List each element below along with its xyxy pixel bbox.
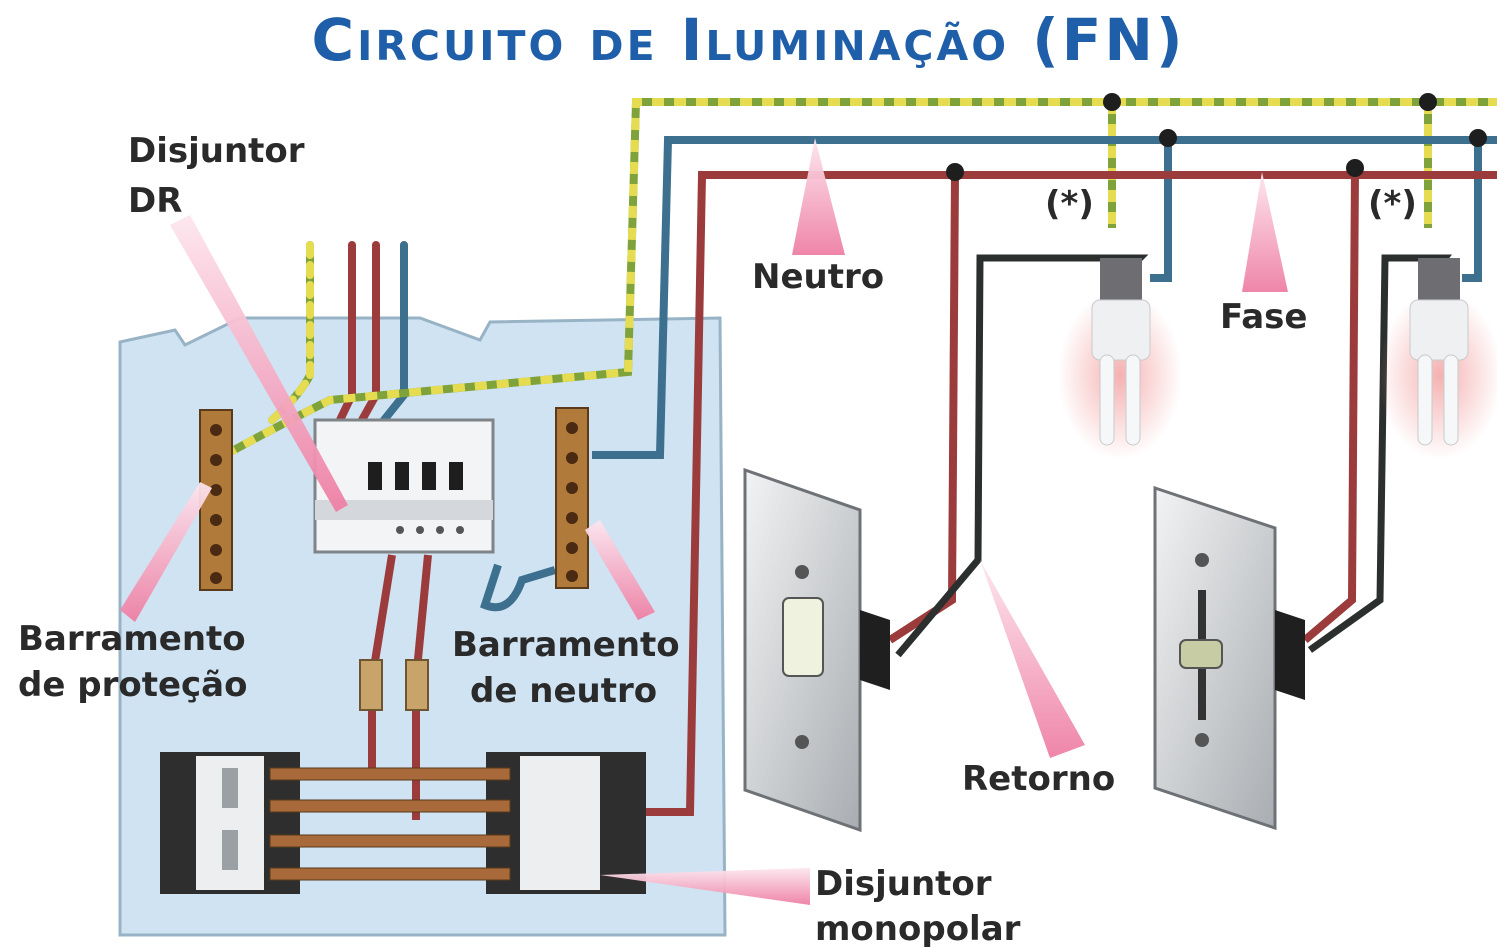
diagram-title: Circuito de Iluminação (FN) [311,6,1186,74]
pointer-retorno [980,560,1085,758]
junction-dots [946,93,1487,181]
label-retorno: Retorno [962,759,1115,799]
label-disjuntor-dr-line2: DR [128,181,182,221]
label-asterisk-1: (*) [1045,184,1094,224]
label-disjuntor-monopolar-line1: Disjuntor [815,864,992,904]
monopolar-breaker-bank-right [486,752,646,894]
pointer-barramento-neutro [585,520,655,620]
dr-breaker [313,418,495,554]
pointer-disjuntor-monopolar [600,868,810,905]
terminal-connectors [359,659,429,711]
pointer-neutro [792,138,845,255]
pointer-fase [1242,172,1288,292]
wall-switch-1 [743,467,890,833]
label-neutro: Neutro [752,257,884,297]
neutral-wire [480,135,1497,612]
label-disjuntor-dr-line1: Disjuntor [128,131,305,171]
wall-switch-2 [1153,485,1305,831]
label-pointers [120,138,1288,905]
label-barramento-protecao-line1: Barramento [18,619,246,659]
breaker-comb-busbars [269,767,511,881]
lamp-2 [1378,258,1497,460]
label-barramento-protecao-line2: de proteção [18,665,247,705]
label-disjuntor-monopolar-line2: monopolar [815,909,1021,948]
label-barramento-neutro-line1: Barramento [452,625,680,665]
label-barramento-neutro-line2: de neutro [470,671,657,711]
label-fase: Fase [1220,297,1307,337]
pointer-disjuntor-dr [170,215,348,512]
protection-busbar [199,409,233,591]
label-asterisk-2: (*) [1368,184,1417,224]
lamp-1 [1058,258,1182,460]
pointer-barramento-protecao [120,482,212,622]
neutral-busbar [555,407,589,589]
